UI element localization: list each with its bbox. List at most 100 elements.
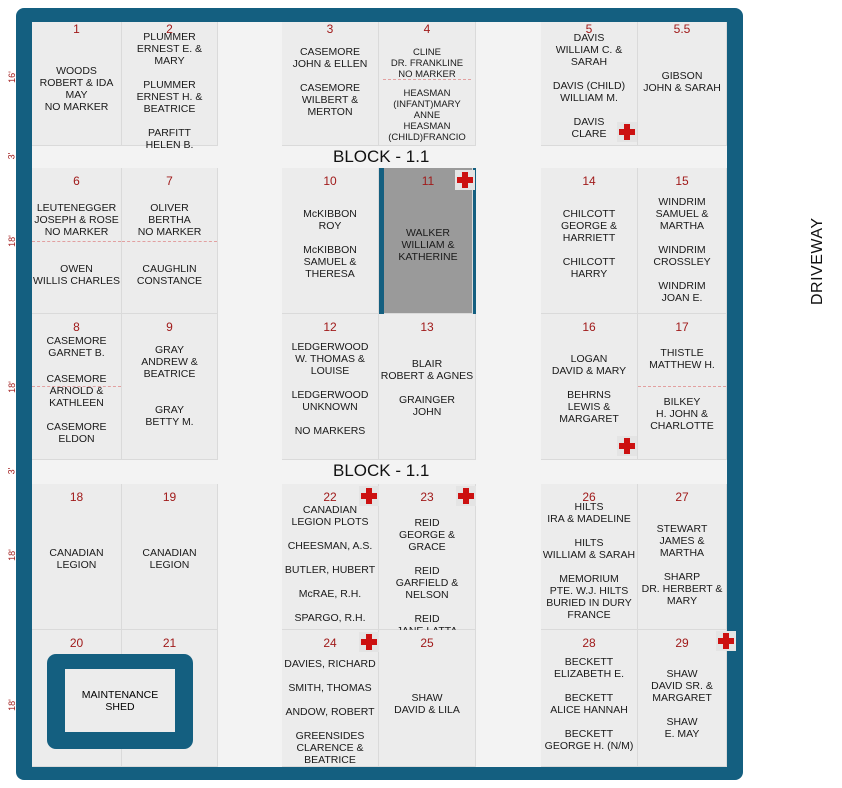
- lot-number: 24: [323, 636, 337, 650]
- lot-13[interactable]: 13 BLAIR ROBERT & AGNES GRAINGER JOHN: [379, 314, 476, 460]
- lot-divider: [122, 241, 217, 242]
- lot-12[interactable]: 12 LEDGERWOOD W. THOMAS & LOUISE LEDGERW…: [282, 314, 379, 460]
- lot-divider: [638, 386, 726, 387]
- lot-number: 13: [420, 320, 434, 334]
- lot-22[interactable]: 22 CANADIAN LEGION PLOTS CHEESMAN, A.S. …: [282, 484, 379, 630]
- lot-names: LEUTENEGGER JOSEPH & ROSE NO MARKER: [34, 202, 119, 238]
- lot-divider: [32, 386, 121, 387]
- path-width-label: 3': [6, 467, 17, 475]
- row-height-label: 18': [6, 235, 17, 247]
- center-aisle-right: [476, 22, 541, 767]
- lot-number: 19: [162, 490, 177, 504]
- lot-6[interactable]: 6 LEUTENEGGER JOSEPH & ROSE NO MARKER OW…: [32, 168, 122, 314]
- lot-3[interactable]: 3 CASEMORE JOHN & ELLEN CASEMORE WILBERT…: [282, 22, 379, 146]
- lot-names: WOODS ROBERT & IDA MAY NO MARKER: [39, 65, 114, 113]
- lot-number: 17: [675, 320, 689, 334]
- row-height-label: 16': [6, 71, 17, 83]
- lot-28[interactable]: 28 BECKETT ELIZABETH E. BECKETT ALICE HA…: [541, 630, 638, 767]
- lot-number: 8: [73, 320, 80, 334]
- lot-number: 20: [69, 636, 84, 650]
- lot-19[interactable]: 19 CANADIAN LEGION: [122, 484, 218, 630]
- lot-names: SHAW DAVID SR. & MARGARET SHAW E. MAY: [651, 668, 713, 740]
- lot-number: 6: [73, 174, 80, 188]
- lot-names: GIBSON JOHN & SARAH: [643, 70, 721, 94]
- lot-15[interactable]: 15 WINDRIM SAMUEL & MARTHA WINDRIM CROSS…: [638, 168, 727, 314]
- lot-names: DAVIS WILLIAM C. & SARAH DAVIS (CHILD) W…: [552, 32, 626, 140]
- row-height-label: 18': [6, 381, 17, 393]
- grave-cross-icon: [716, 631, 736, 651]
- lot-26[interactable]: 26 HILTS IRA & MADELINE HILTS WILLIAM & …: [541, 484, 638, 630]
- lot-number: 1: [73, 22, 80, 36]
- grave-cross-icon: [455, 170, 475, 190]
- lot-number: 29: [675, 636, 689, 650]
- lot-number: 27: [675, 490, 689, 504]
- lot-names: CANADIAN LEGION: [49, 547, 104, 571]
- lot-divider: [383, 79, 471, 80]
- grave-cross-icon: [456, 486, 476, 506]
- lot-5[interactable]: 5 DAVIS WILLIAM C. & SARAH DAVIS (CHILD)…: [541, 22, 638, 146]
- lot-names: REID GEORGE & GRACE REID GARFIELD & NELS…: [395, 517, 459, 637]
- lot-number: 21: [162, 636, 177, 650]
- lot-1[interactable]: 1 WOODS ROBERT & IDA MAY NO MARKER: [32, 22, 122, 146]
- lot-names: SHAW DAVID & LILA: [394, 692, 460, 716]
- lot-number: 4: [423, 22, 431, 36]
- lot-17[interactable]: 17 THISTLE MATTHEW H. BILKEY H. JOHN & C…: [638, 314, 727, 460]
- lot-names: BILKEY H. JOHN & CHARLOTTE: [650, 396, 714, 432]
- block-label-upper: BLOCK - 1.1: [333, 147, 430, 166]
- lot-number: 9: [166, 320, 173, 334]
- maintenance-shed: MAINTENANCE SHED: [47, 654, 193, 749]
- lot-names: DAVIES, RICHARD SMITH, THOMAS ANDOW, ROB…: [284, 658, 376, 766]
- lot-9[interactable]: 9 GRAY ANDREW & BEATRICE GRAY BETTY M.: [122, 314, 218, 460]
- grave-cross-icon: [359, 486, 379, 506]
- lot-18[interactable]: 18 CANADIAN LEGION: [32, 484, 122, 630]
- lot-names: CHILCOTT GEORGE & HARRIETT CHILCOTT HARR…: [560, 208, 617, 280]
- lot-names: CASEMORE JOHN & ELLEN CASEMORE WILBERT &…: [292, 46, 368, 118]
- lot-names: LOGAN DAVID & MARY BEHRNS LEWIS & MARGAR…: [551, 353, 627, 425]
- lot-number: 2: [166, 22, 173, 36]
- lot-names: McKIBBON ROY McKIBBON SAMUEL & THERESA: [303, 208, 357, 280]
- walkway-row-1: [32, 146, 727, 168]
- lot-27[interactable]: 27 STEWART JAMES & MARTHA SHARP DR. HERB…: [638, 484, 727, 630]
- lot-number: 3: [326, 22, 334, 36]
- lot-29[interactable]: 29 SHAW DAVID SR. & MARGARET SHAW E. MAY: [638, 630, 727, 767]
- lot-number: 10: [323, 174, 337, 188]
- lot-names: CAUGHLIN CONSTANCE: [136, 263, 203, 287]
- row-height-label: 18': [6, 549, 17, 561]
- lot-11[interactable]: 11 WALKER WILLIAM & KATHERINE: [384, 168, 475, 314]
- lot-number: 12: [323, 320, 337, 334]
- lot-names: PLUMMER ERNEST E. & MARY PLUMMER ERNEST …: [136, 31, 203, 151]
- lot-names: CANADIAN LEGION: [142, 547, 197, 571]
- lot-names: HILTS IRA & MADELINE HILTS WILLIAM & SAR…: [542, 501, 636, 621]
- lot-names: GRAY ANDREW & BEATRICE GRAY BETTY M.: [141, 344, 198, 428]
- lot-divider: [32, 241, 121, 242]
- lot-number: 11: [421, 174, 435, 188]
- grave-cross-icon: [617, 122, 637, 142]
- lot-2[interactable]: 2 PLUMMER ERNEST E. & MARY PLUMMER ERNES…: [122, 22, 218, 151]
- lot-number: 16: [582, 320, 596, 334]
- lot-7[interactable]: 7 OLIVER BERTHA NO MARKER CAUGHLIN CONST…: [122, 168, 218, 314]
- lot-names: STEWART JAMES & MARTHA SHARP DR. HERBERT…: [641, 523, 723, 607]
- lot-names: BECKETT ELIZABETH E. BECKETT ALICE HANNA…: [544, 656, 634, 752]
- lot-names: OLIVER BERTHA NO MARKER: [137, 202, 202, 238]
- lot-24[interactable]: 24 DAVIES, RICHARD SMITH, THOMAS ANDOW, …: [282, 630, 379, 767]
- lot-14[interactable]: 14 CHILCOTT GEORGE & HARRIETT CHILCOTT H…: [541, 168, 638, 314]
- grave-cross-icon: [359, 632, 379, 652]
- lot-25[interactable]: 25 SHAW DAVID & LILA: [379, 630, 476, 767]
- lot-8[interactable]: 8 CASEMORE GARNET B. CASEMORE ARNOLD & K…: [32, 314, 122, 460]
- lot-number: 5.5: [673, 22, 691, 36]
- lot-number: 15: [675, 174, 689, 188]
- lot-names: CASEMORE GARNET B.: [46, 335, 107, 359]
- row-height-label: 18': [6, 699, 17, 711]
- lot-4[interactable]: 4 CLINE DR. FRANKLINE NO MARKER HEASMAN …: [379, 22, 476, 146]
- walkway-row-2: [32, 460, 727, 484]
- lot-number: 25: [420, 636, 434, 650]
- lot-names: OWEN WILLIS CHARLES: [33, 263, 120, 287]
- lot-5-5[interactable]: 5.5 GIBSON JOHN & SARAH: [638, 22, 727, 146]
- lot-16[interactable]: 16 LOGAN DAVID & MARY BEHRNS LEWIS & MAR…: [541, 314, 638, 460]
- lot-names: WALKER WILLIAM & KATHERINE: [398, 227, 458, 263]
- lot-23[interactable]: 23 REID GEORGE & GRACE REID GARFIELD & N…: [379, 484, 476, 637]
- maintenance-shed-interior: MAINTENANCE SHED: [65, 669, 175, 732]
- lot-10[interactable]: 10 McKIBBON ROY McKIBBON SAMUEL & THERES…: [282, 168, 379, 314]
- lot-names: CLINE DR. FRANKLINE NO MARKER: [390, 47, 464, 80]
- maintenance-shed-label: MAINTENANCE SHED: [81, 689, 159, 713]
